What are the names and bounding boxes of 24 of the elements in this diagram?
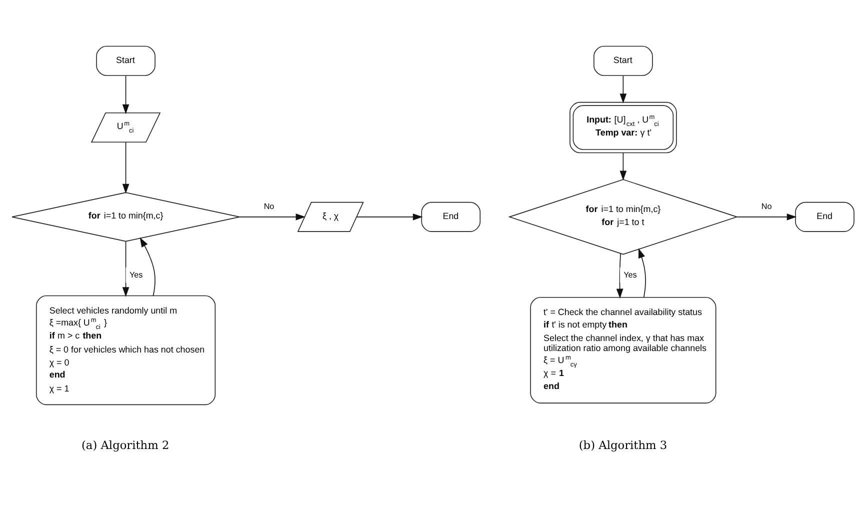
arrow <box>620 152 627 180</box>
node-box: Start <box>96 45 156 76</box>
arrow <box>239 213 306 220</box>
arrow <box>638 248 646 298</box>
edge-label: Yes <box>624 270 637 279</box>
arrow <box>140 236 156 296</box>
node-diamond: for i=1 to min{m,c} <box>12 192 240 242</box>
arrow <box>736 213 797 220</box>
arrow <box>620 74 627 103</box>
arrow <box>122 74 130 114</box>
node-diamond: for i=1 to min{m,c} for j=1 to t <box>508 178 738 254</box>
label: (b) Algorithm 3 <box>578 438 668 452</box>
label: (a) Algorithm 2 <box>81 438 170 452</box>
node-box: Select vehicles randomly until m ξ =max{ U$^{m}$$_{ci}$ } if m > c then ξ = 0 for vehicles which has not chosen χ = 0 end χ = 1 <box>36 294 216 405</box>
edge-label: Yes <box>129 270 143 279</box>
arrow <box>356 213 423 220</box>
node-box: Start <box>594 45 653 76</box>
node-box: End <box>795 201 854 232</box>
edge-label: No <box>761 202 772 211</box>
arrow <box>616 252 624 298</box>
edge-label: No <box>264 202 274 211</box>
node-box: End <box>421 201 481 232</box>
arrow <box>122 240 130 296</box>
arrow <box>122 142 130 194</box>
